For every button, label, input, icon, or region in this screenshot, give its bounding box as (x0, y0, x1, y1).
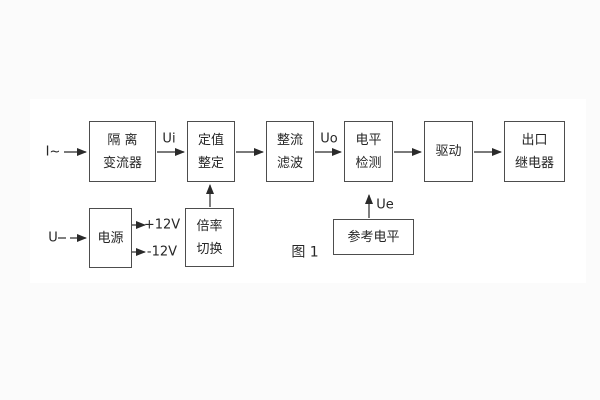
block-ratio-line1: 倍率 (196, 218, 223, 234)
block-rectifier-line2: 滤波 (276, 155, 303, 171)
block-power-supply: 电源 (89, 208, 132, 268)
block-drive: 驱动 (424, 121, 473, 182)
label-ui: Ui (162, 131, 176, 147)
block-setting-adjust: 定值 整定 (187, 121, 235, 182)
block-level-line1: 电平 (355, 132, 382, 148)
block-isolation-line1: 隔 离 (107, 132, 138, 148)
block-ratio-switch: 倍率 切换 (185, 208, 234, 267)
label-uo: Uo (320, 131, 338, 147)
block-ratio-line2: 切换 (196, 241, 223, 257)
block-power-line1: 电源 (97, 230, 124, 246)
label-plus12v: +12V (143, 217, 181, 233)
block-output-relay: 出口 继电器 (504, 121, 565, 182)
block-setting-line2: 整定 (197, 155, 224, 171)
block-isolation-transformer: 隔 离 变流器 (89, 121, 156, 182)
block-reference-line1: 参考电平 (347, 229, 400, 245)
label-input-voltage: U (48, 230, 58, 246)
block-rectifier-line1: 整流 (276, 132, 303, 148)
block-setting-line1: 定值 (197, 132, 224, 148)
block-isolation-line2: 变流器 (102, 155, 142, 171)
block-level-detect: 电平 检测 (344, 121, 393, 182)
block-level-line2: 检测 (355, 155, 382, 171)
label-ue: Ue (376, 197, 394, 213)
figure-caption: 图 1 (291, 244, 319, 261)
block-rectifier-filter: 整流 滤波 (266, 121, 314, 182)
label-minus12v: -12V (146, 244, 178, 260)
block-reference-level: 参考电平 (333, 219, 414, 255)
label-input-current: I~ (45, 144, 61, 160)
block-relay-line1: 出口 (521, 132, 548, 148)
block-relay-line2: 继电器 (514, 155, 554, 171)
block-drive-line1: 驱动 (435, 144, 462, 159)
